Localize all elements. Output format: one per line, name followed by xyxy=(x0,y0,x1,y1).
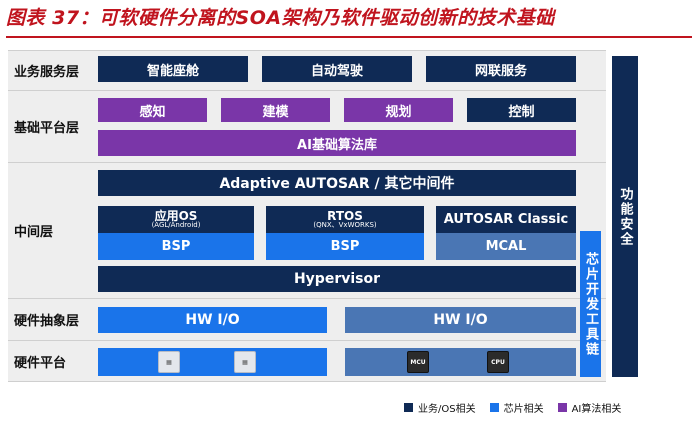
hardware-chip-group-1: ▦ ▦ xyxy=(98,348,327,376)
adaptive-autosar-middleware: Adaptive AUTOSAR / 其它中间件 xyxy=(98,170,576,196)
app-os-box: 应用OS (AGL/Android) xyxy=(98,206,254,233)
business-service-autonomous-driving: 自动驾驶 xyxy=(262,56,412,82)
legend-item-chip: 芯片相关 xyxy=(489,400,544,415)
ai-module-modeling: 建模 xyxy=(221,98,330,122)
layer-label-business: 业务服务层 xyxy=(14,64,80,80)
rtos-sublabel: (QNX、VxWORKS) xyxy=(313,221,377,230)
hypervisor-box: Hypervisor xyxy=(98,266,576,292)
legend-item-business-os: 业务/OS相关 xyxy=(404,400,476,415)
legend-item-ai: AI算法相关 xyxy=(557,400,622,415)
ai-module-control: 控制 xyxy=(467,98,576,122)
app-os-label: 应用OS xyxy=(154,208,198,223)
hw-io-box-1: HW I/O xyxy=(98,307,327,333)
layer-label-hardware: 硬件平台 xyxy=(14,355,67,371)
layer-label-hal: 硬件抽象层 xyxy=(14,313,80,329)
chip-icon: ▦ xyxy=(158,351,180,373)
bsp-box-1: BSP xyxy=(98,233,254,260)
legend: 业务/OS相关 芯片相关 AI算法相关 xyxy=(404,400,621,415)
app-os-sublabel: (AGL/Android) xyxy=(151,221,201,230)
chip-toolchain-bar: 芯片开发工具链 xyxy=(580,231,601,377)
rtos-label: RTOS xyxy=(327,208,363,223)
legend-label: 业务/OS相关 xyxy=(418,404,476,415)
ai-module-planning: 规划 xyxy=(344,98,453,122)
figure-title: 图表 37：可软硬件分离的SOA架构乃软件驱动创新的技术基础 xyxy=(6,7,555,29)
legend-label: AI算法相关 xyxy=(571,404,622,415)
title-rule xyxy=(6,36,692,38)
hw-io-box-2: HW I/O xyxy=(345,307,576,333)
ai-algorithm-library: AI基础算法库 xyxy=(98,130,576,156)
rtos-box: RTOS (QNX、VxWORKS) xyxy=(266,206,424,233)
bsp-box-2: BSP xyxy=(266,233,424,260)
hardware-chip-group-2: MCU CPU xyxy=(345,348,576,376)
legend-label: 芯片相关 xyxy=(503,404,544,415)
legend-swatch xyxy=(557,403,567,412)
chip-icon: ▦ xyxy=(234,351,256,373)
layer-label-middleware: 中间层 xyxy=(14,224,54,240)
business-service-cockpit: 智能座舱 xyxy=(98,56,248,82)
functional-safety-bar: 功能安全 xyxy=(612,56,638,377)
business-service-connected: 网联服务 xyxy=(426,56,576,82)
mcal-box: MCAL xyxy=(436,233,576,260)
legend-swatch xyxy=(489,403,499,412)
ai-module-perception: 感知 xyxy=(98,98,207,122)
autosar-classic-box: AUTOSAR Classic xyxy=(436,206,576,233)
cpu-chip-icon: CPU xyxy=(487,351,509,373)
legend-swatch xyxy=(404,403,413,412)
mcu-chip-icon: MCU xyxy=(407,351,429,373)
layer-label-platform: 基础平台层 xyxy=(14,120,80,136)
